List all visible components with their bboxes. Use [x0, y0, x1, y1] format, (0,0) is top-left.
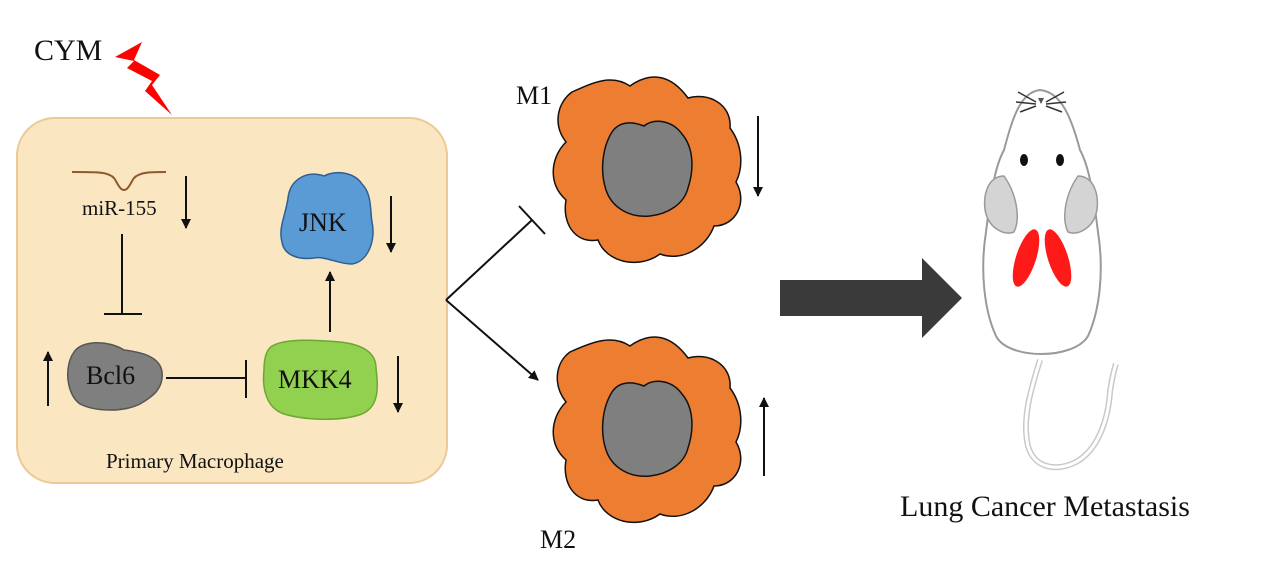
m1-nucleus	[601, 120, 693, 217]
mouse-right-eye	[1056, 154, 1064, 166]
mouse-body	[982, 88, 1102, 355]
jnk-label: JNK	[299, 208, 347, 237]
branch-to-m2-arrow	[445, 299, 539, 381]
bcl6-node	[67, 342, 163, 411]
mouse-tail	[1022, 359, 1119, 471]
branch-to-m1-line	[445, 219, 533, 301]
lung-cancer-metastasis-label: Lung Cancer Metastasis	[900, 490, 1190, 523]
m2-nucleus	[601, 380, 693, 477]
big-right-arrow	[780, 258, 962, 338]
mouse-right-ear	[1064, 175, 1099, 234]
primary-macrophage-label: Primary Macrophage	[106, 449, 284, 473]
mouse-illustration	[982, 88, 1119, 471]
lightning-bolt-icon	[115, 42, 172, 115]
mouse-nose	[1038, 98, 1044, 104]
mir155-curve	[71, 171, 167, 192]
cym-label: CYM	[34, 34, 102, 67]
mouse-left-ear	[983, 175, 1018, 234]
m1-label: M1	[516, 81, 552, 110]
jnk-node	[280, 171, 374, 265]
mkk4-node	[262, 339, 378, 421]
branch-to-m1-bar	[518, 205, 546, 235]
right-lung-tumor	[1044, 229, 1072, 287]
left-lung-tumor	[1012, 229, 1040, 287]
mir155-label: miR-155	[82, 196, 157, 220]
mouse-left-eye	[1020, 154, 1028, 166]
mouse-whiskers	[1015, 91, 1067, 113]
m2-label: M2	[540, 525, 576, 554]
bcl6-label: Bcl6	[86, 361, 135, 390]
mouse-tail-inner	[1024, 359, 1118, 469]
mkk4-label: MKK4	[278, 365, 352, 394]
